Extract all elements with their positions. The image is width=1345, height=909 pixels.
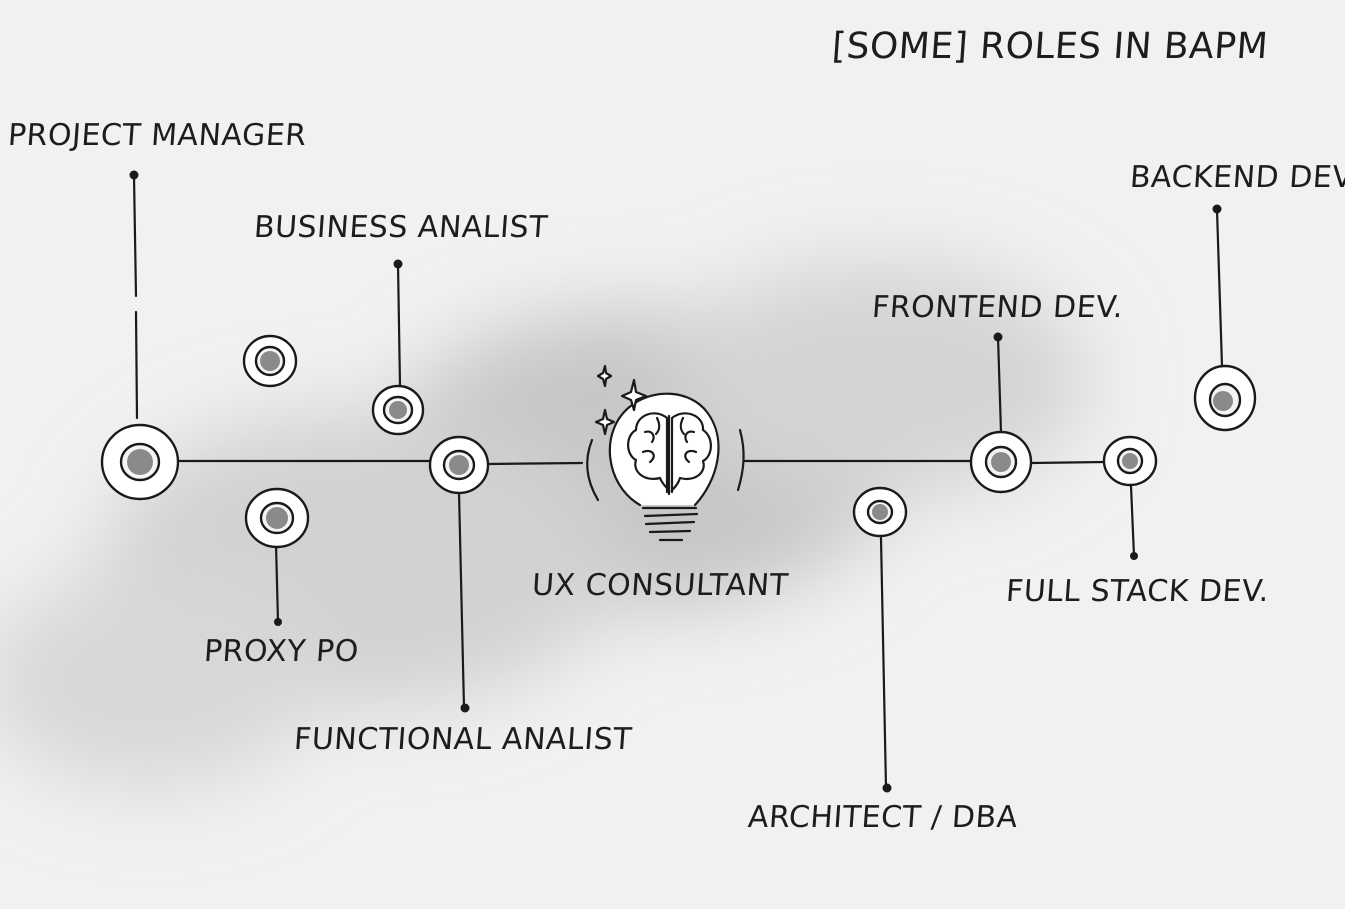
center-label: UX CONSULTANT <box>530 568 790 603</box>
dot-functional-analist <box>460 703 470 713</box>
stem-architect <box>879 536 888 790</box>
stem-dots <box>129 170 1222 793</box>
stem-business-analist <box>396 262 402 388</box>
dot-business-analist <box>393 259 403 269</box>
node-floating-1 <box>242 334 298 388</box>
label-full-stack-dev: FULL STACK DEV. <box>1004 574 1271 609</box>
dot-backend-dev <box>1212 204 1222 214</box>
label-proxy-po: PROXY PO <box>202 634 360 669</box>
dot-proxy-po <box>274 618 282 626</box>
node-frontend-dev <box>969 430 1033 494</box>
label-architect-dba: ARCHITECT / DBA <box>746 800 1019 835</box>
node-functional-analist <box>428 435 490 495</box>
node-architect <box>852 486 908 538</box>
lightbulb-brain-icon <box>586 364 745 542</box>
dot-architect <box>882 783 892 793</box>
stem-full-stack-dev <box>1129 484 1136 558</box>
label-project-manager: PROJECT MANAGER <box>6 118 308 153</box>
diagram-title: [SOME] ROLES IN BAPM <box>830 26 1270 67</box>
node-backend-dev <box>1193 364 1257 432</box>
dot-project-manager <box>129 170 139 180</box>
main-line-end <box>1029 460 1107 465</box>
dot-full-stack-dev <box>1130 552 1138 560</box>
label-frontend-dev: FRONTEND DEV. <box>870 290 1125 325</box>
label-functional-analist: FUNCTIONAL ANALIST <box>292 722 634 757</box>
node-full-stack-dev <box>1102 435 1158 487</box>
nodes <box>100 334 1257 549</box>
stem-backend-dev <box>1215 208 1224 368</box>
dot-frontend-dev <box>993 332 1003 342</box>
stem-proxy-po <box>274 542 280 624</box>
node-project-manager <box>100 423 180 501</box>
stem-project-manager <box>132 174 139 420</box>
stem-frontend-dev <box>996 335 1003 434</box>
stem-functional-analist <box>457 490 466 710</box>
main-line-mid <box>486 461 584 466</box>
connector-lines <box>132 174 1224 790</box>
node-proxy-po <box>244 487 310 549</box>
node-business-analist <box>371 384 425 436</box>
label-business-analist: BUSINESS ANALIST <box>252 210 550 245</box>
label-backend-dev: BACKEND DEV. <box>1128 160 1345 195</box>
background-shading <box>0 260 1090 790</box>
